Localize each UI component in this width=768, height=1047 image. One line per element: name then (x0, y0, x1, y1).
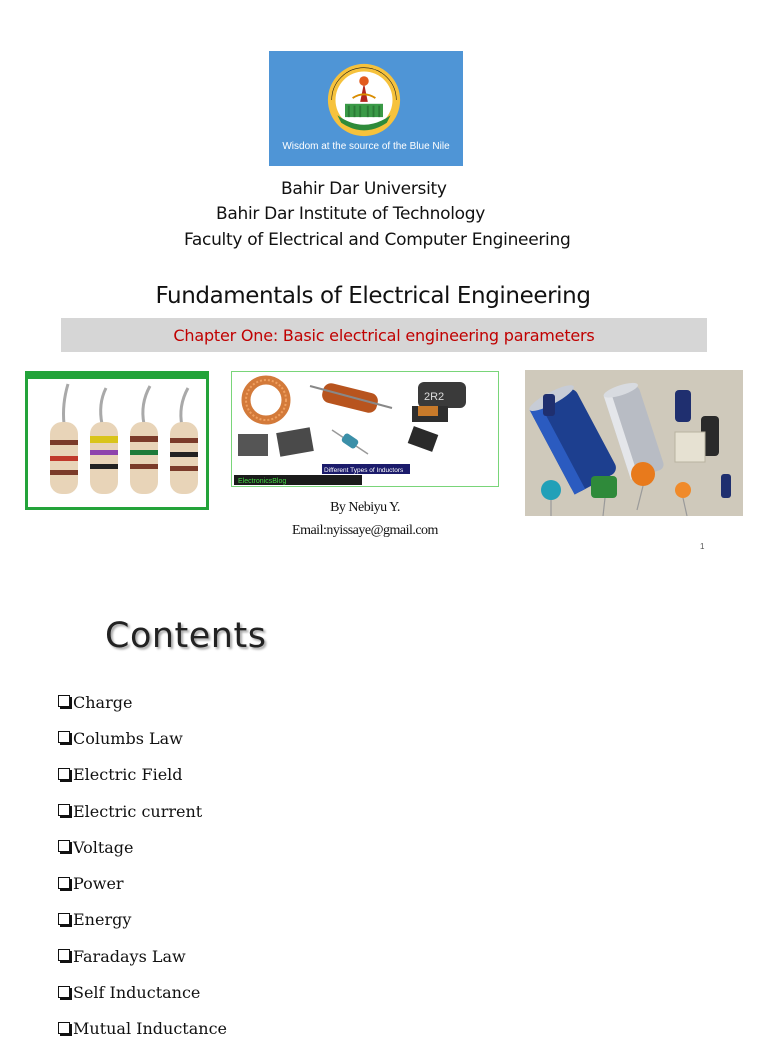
checkbox-bullet-icon (58, 985, 70, 998)
contents-item-label: Electric Field (73, 765, 183, 785)
checkbox-bullet-icon (58, 912, 70, 925)
contents-item-label: Self Inductance (73, 983, 201, 1003)
course-title: Fundamentals of Electrical Engineering (155, 283, 591, 309)
inductors-watermark: ElectronicsBlog (238, 478, 286, 485)
contents-list: Charge Columbs Law Electric Field Electr… (58, 684, 227, 1047)
checkbox-bullet-icon (58, 767, 70, 780)
resistors-icon (28, 374, 206, 494)
page-number: 1 (700, 542, 705, 551)
svg-text:2R2: 2R2 (424, 391, 444, 403)
contents-item-label: Charge (73, 692, 133, 712)
contents-item-label: Energy (73, 910, 132, 930)
inductors-caption: Different Types of Inductors (324, 467, 404, 474)
resistors-image (25, 371, 209, 510)
list-item: Electric Field (58, 757, 227, 793)
list-item: Columbs Law (58, 720, 227, 756)
contents-item-label: Columbs Law (73, 728, 183, 748)
contents-item-label: Mutual Inductance (73, 1019, 227, 1039)
checkbox-bullet-icon (58, 804, 70, 817)
author-email: Email:nyissaye@gmail.com (292, 523, 438, 538)
list-item: Charge (58, 684, 227, 720)
checkbox-bullet-icon (58, 731, 70, 744)
faculty-name: Faculty of Electrical and Computer Engin… (184, 230, 571, 250)
contents-item-label: Faradays Law (73, 946, 186, 966)
contents-heading: Contents (105, 616, 267, 656)
university-logo: Wisdom at the source of the Blue Nile (269, 51, 463, 166)
contents-item-label: Electric current (73, 801, 203, 821)
university-name: Bahir Dar University (281, 179, 447, 199)
author-name: By Nebiyu Y. (330, 500, 400, 515)
inductors-icon: 2R2 Different Types of Inductors Electro… (234, 375, 466, 485)
list-item: Self Inductance (58, 974, 227, 1010)
list-item: Mutual Inductance (58, 1011, 227, 1047)
checkbox-bullet-icon (58, 876, 70, 889)
list-item: Electric current (58, 793, 227, 829)
author-block: By Nebiyu Y. Email:nyissaye@gmail.com (231, 496, 499, 542)
chapter-title: Chapter One: Basic electrical engineerin… (173, 326, 595, 345)
contents-item-label: Power (73, 874, 124, 894)
capacitors-icon (525, 370, 743, 516)
logo-caption: Wisdom at the source of the Blue Nile (282, 141, 450, 152)
institute-name: Bahir Dar Institute of Technology (216, 204, 485, 224)
list-item: Faradays Law (58, 938, 227, 974)
checkbox-bullet-icon (58, 695, 70, 708)
contents-item-label: Voltage (73, 837, 134, 857)
inductors-image: 2R2 Different Types of Inductors Electro… (231, 371, 499, 487)
capacitors-image (525, 370, 743, 516)
checkbox-bullet-icon (58, 840, 70, 853)
list-item: Energy (58, 902, 227, 938)
chapter-banner: Chapter One: Basic electrical engineerin… (61, 318, 707, 352)
list-item: Power (58, 865, 227, 901)
university-seal-icon (327, 63, 401, 137)
list-item: Voltage (58, 829, 227, 865)
checkbox-bullet-icon (58, 949, 70, 962)
